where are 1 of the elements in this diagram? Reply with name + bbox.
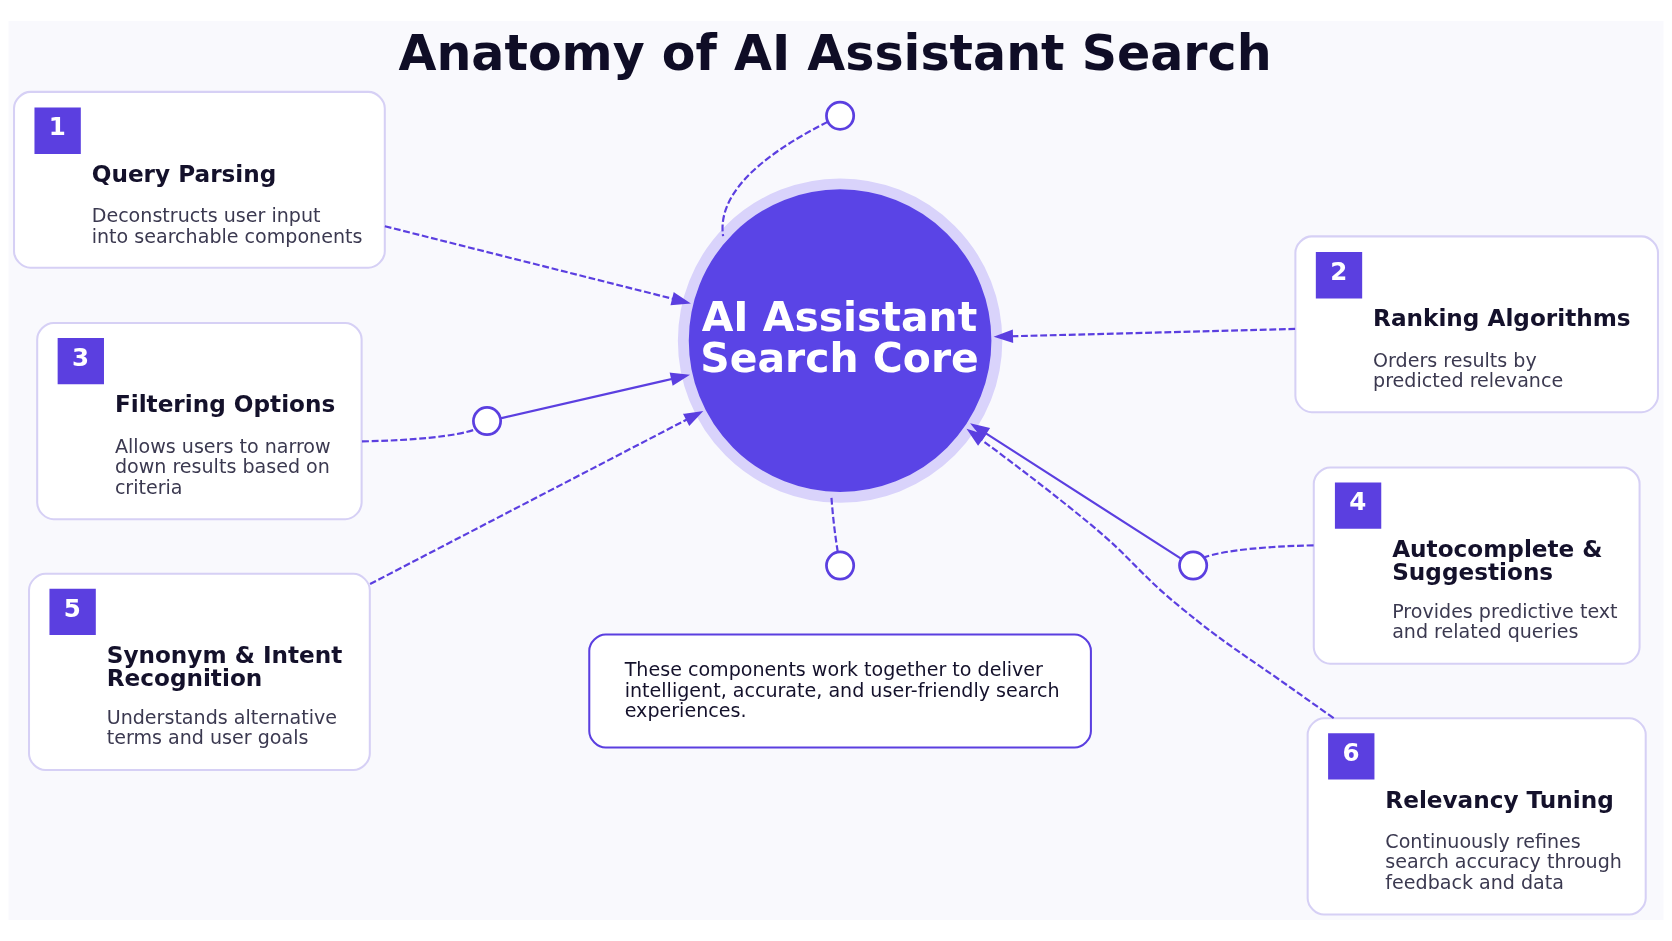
diagram-title: Anatomy of AI Assistant Search — [398, 23, 1272, 82]
